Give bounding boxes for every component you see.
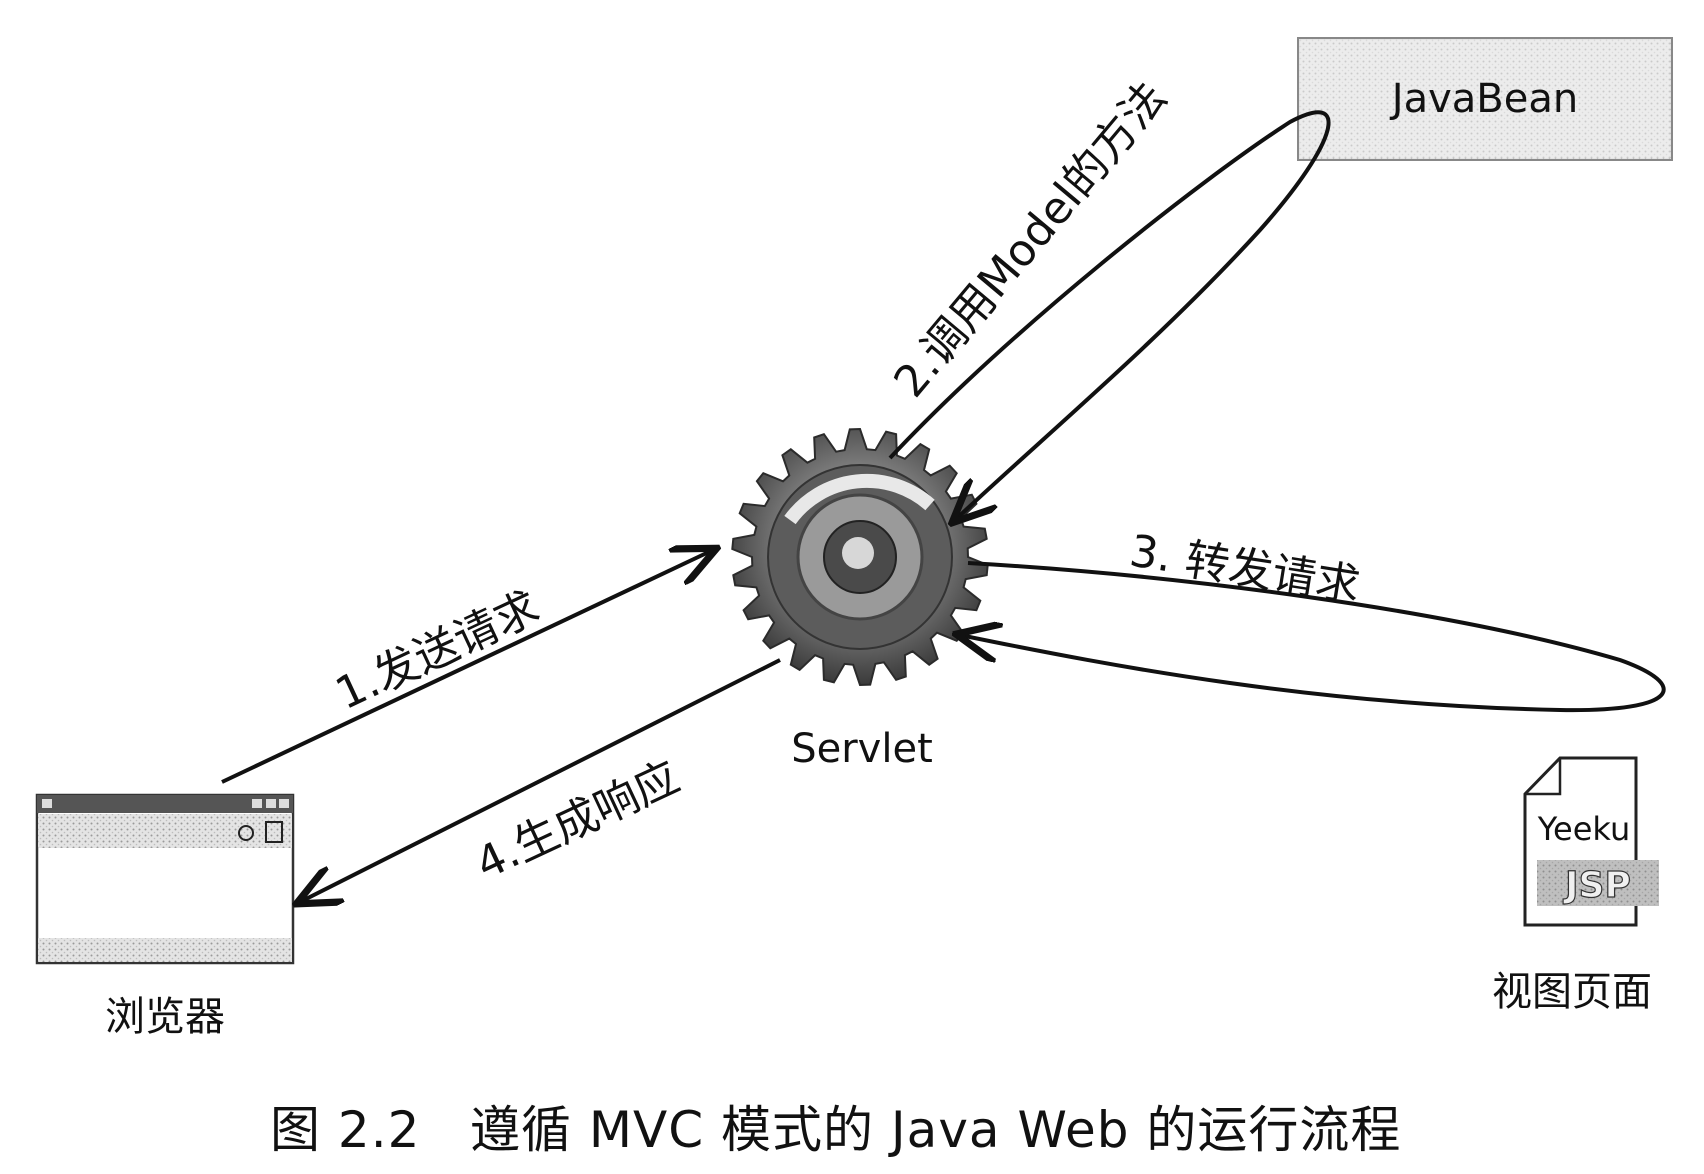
browser-window-icon [35, 793, 295, 965]
javabean-label: JavaBean [1389, 76, 1578, 122]
figure-number: 图 2.2 [270, 1101, 420, 1159]
jsp-file-name: Yeeku [1537, 810, 1631, 848]
arrow-generate-response [300, 658, 781, 902]
javabean-node: JavaBean [1297, 37, 1673, 161]
step-3-label: 3. 转发请求 [1126, 525, 1363, 612]
step-1-label: 1.发送请求 [328, 582, 547, 720]
arrow-call-model [888, 110, 1331, 520]
gear-icon [731, 427, 989, 687]
view-page-label: 视图页面 [1492, 969, 1652, 1015]
browser-label: 浏览器 [105, 994, 225, 1040]
arrow-forward-request [960, 561, 1666, 713]
jsp-file-type: JSP [1562, 865, 1631, 906]
step-4-label: 4.生成响应 [468, 752, 687, 890]
arrow-send-request [221, 550, 713, 784]
figure-caption: 图 2.2 遵循 MVC 模式的 Java Web 的运行流程 [270, 1101, 1401, 1159]
jsp-file-icon: Yeeku JSP [1523, 756, 1659, 927]
servlet-label: Servlet [791, 726, 933, 772]
figure-title: 遵循 MVC 模式的 Java Web 的运行流程 [470, 1101, 1401, 1159]
